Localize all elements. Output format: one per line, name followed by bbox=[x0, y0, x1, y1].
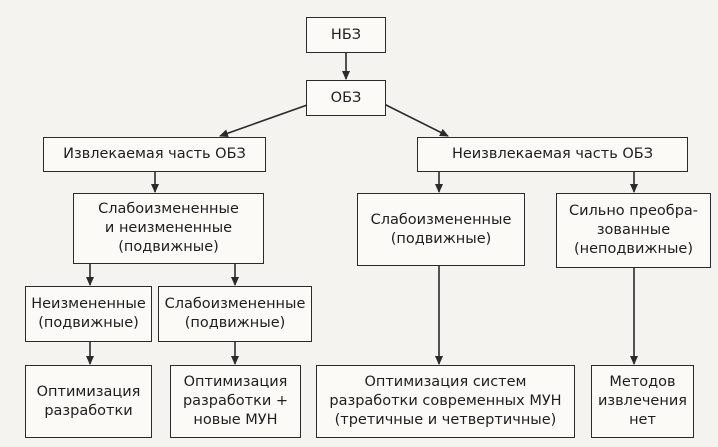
node-non-extractable-part: Неизвлекаемая часть ОБЗ bbox=[417, 137, 688, 172]
arrow-obz-to-non-extractable bbox=[383, 103, 449, 137]
node-weak-unchanged-mobile: Слабоизмененные и неизмененные (подвижны… bbox=[73, 193, 264, 264]
node-strongly-transformed: Сильно преобра- зованные (неподвижные) bbox=[556, 193, 711, 268]
node-weak-mobile-right-label: Слабоизмененные (подвижные) bbox=[370, 211, 512, 247]
arrow-obz-to-extractable bbox=[219, 103, 311, 138]
node-optimization-development-label: Оптимизация разработки bbox=[36, 383, 141, 419]
node-optimization-systems-label: Оптимизация систем разработки современны… bbox=[329, 374, 562, 428]
node-obz-label: ОБЗ bbox=[330, 89, 362, 106]
node-weak-mobile-right: Слабоизмененные (подвижные) bbox=[357, 193, 525, 266]
node-weak-unchanged-mobile-label: Слабоизмененные и неизмененные (подвижны… bbox=[98, 201, 239, 255]
node-optimization-new-mun-label: Оптимизация разработки + новые МУН bbox=[182, 374, 289, 428]
node-weak-mobile-left-label: Слабоизмененные (подвижные) bbox=[164, 296, 306, 331]
node-optimization-development: Оптимизация разработки bbox=[25, 365, 152, 438]
node-nbz: НБЗ bbox=[306, 17, 386, 53]
node-no-methods: Методов извлечения нет bbox=[591, 365, 694, 438]
node-non-extractable-part-label: Неизвлекаемая часть ОБЗ bbox=[451, 146, 654, 162]
node-strongly-transformed-label: Сильно преобра- зованные (неподвижные) bbox=[568, 203, 699, 257]
node-optimization-new-mun: Оптимизация разработки + новые МУН bbox=[170, 365, 301, 438]
node-unchanged-mobile-label: Неизмененные (подвижные) bbox=[31, 296, 146, 331]
node-no-methods-label: Методов извлечения нет bbox=[598, 374, 687, 428]
node-nbz-label: НБЗ bbox=[330, 26, 362, 43]
node-extractable-part: Извлекаемая часть ОБЗ bbox=[43, 137, 266, 172]
node-extractable-part-label: Извлекаемая часть ОБЗ bbox=[63, 146, 246, 162]
node-obz: ОБЗ bbox=[306, 80, 386, 116]
node-unchanged-mobile: Неизмененные (подвижные) bbox=[25, 286, 152, 342]
node-optimization-systems: Оптимизация систем разработки современны… bbox=[316, 365, 575, 438]
node-weak-mobile-left: Слабоизмененные (подвижные) bbox=[158, 286, 312, 342]
